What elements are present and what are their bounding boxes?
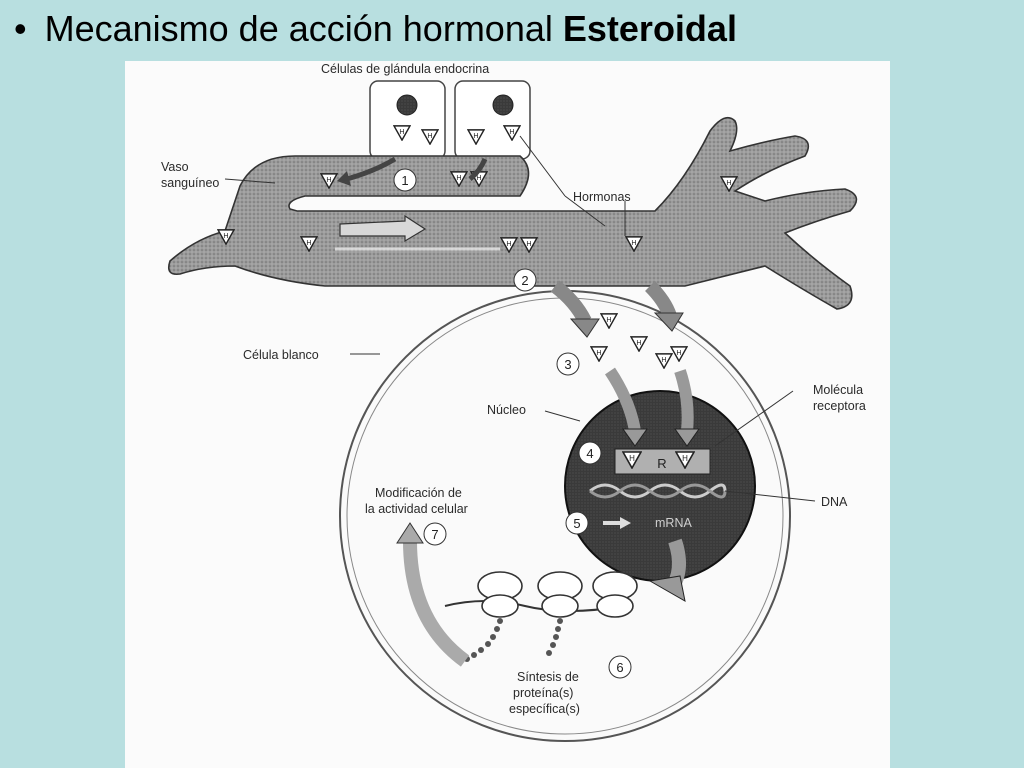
step-5-label: 5 — [573, 516, 580, 531]
vessel-label-line1: Vaso — [161, 160, 189, 174]
step-3-circle — [556, 352, 580, 376]
receptor-label-line2: receptora — [813, 399, 866, 413]
target-cell-label: Célula blanco — [243, 348, 319, 362]
step-1-label: 1 — [401, 173, 408, 188]
synthesis-label-line2: proteína(s) — [513, 686, 573, 700]
gland-cell-2 — [454, 80, 531, 160]
title-bold-word: Esteroidal — [562, 8, 737, 49]
hormone-mechanism-figure: H R — [125, 61, 890, 768]
nucleus-arrow-1-head — [622, 428, 648, 447]
receptor-letter: R — [657, 456, 666, 471]
gland-nucleus-2 — [492, 94, 514, 116]
nucleus-arrow-2-head — [674, 428, 700, 447]
entry-arrow-2-head — [653, 312, 684, 332]
mrna-arrow-head — [620, 517, 631, 529]
title-bullet: • — [14, 8, 27, 49]
exit-arrow-head — [648, 575, 686, 602]
step-7-label: 7 — [431, 527, 438, 542]
gland-cells — [369, 80, 531, 160]
receptor-label-line1: Molécula — [813, 383, 863, 397]
step-5-circle — [565, 511, 589, 535]
entry-arrow-1-head — [569, 318, 600, 338]
step-2-circle — [513, 268, 537, 292]
hormone-mechanism-diagram: H R — [161, 62, 866, 742]
step-7-circle — [423, 522, 447, 546]
secretion-arrow-2 — [468, 157, 488, 181]
step-markers: 1 2 3 4 5 6 7 — [393, 168, 632, 679]
secretion-arrow-1-head — [337, 171, 351, 186]
leader-lines — [224, 135, 816, 502]
step-2-label: 2 — [521, 273, 528, 288]
activity-arrow — [403, 540, 470, 667]
entry-arrow-1 — [550, 280, 592, 325]
dna-strand-1 — [589, 483, 727, 499]
modification-label-line2: la actividad celular — [365, 502, 468, 516]
step-3-label: 3 — [564, 357, 571, 372]
synthesis-label-line1: Síntesis de — [517, 670, 579, 684]
step-1-circle — [393, 168, 417, 192]
mrna-label: mRNA — [655, 516, 692, 530]
step-6-circle — [608, 655, 632, 679]
vessel-label-line2: sanguíneo — [161, 176, 219, 190]
nucleus-arrow-1 — [604, 367, 641, 433]
step-4-circle — [578, 441, 602, 465]
dna-strand-2 — [589, 483, 727, 499]
dna-label: DNA — [821, 495, 848, 509]
activity-arrow-head — [396, 522, 424, 544]
ribosomes — [444, 571, 638, 662]
synthesis-label-line3: específica(s) — [509, 702, 580, 716]
step-4-label: 4 — [586, 446, 593, 461]
step-6-label: 6 — [616, 660, 623, 675]
gland-cell-1 — [369, 80, 446, 160]
gland-nucleus-1 — [396, 94, 418, 116]
slide-title: • Mecanismo de acción hormonal Esteroidal — [14, 8, 737, 50]
title-text: Mecanismo de acción hormonal — [44, 8, 553, 49]
nucleus-label: Núcleo — [487, 403, 526, 417]
modification-label-line1: Modificación de — [375, 486, 462, 500]
gland-cells-label: Células de glándula endocrina — [321, 62, 489, 76]
hormones-label: Hormonas — [573, 190, 631, 204]
blood-vessel — [167, 116, 858, 310]
secretion-arrow-1 — [346, 156, 397, 182]
nucleus-arrow-2 — [674, 369, 694, 432]
